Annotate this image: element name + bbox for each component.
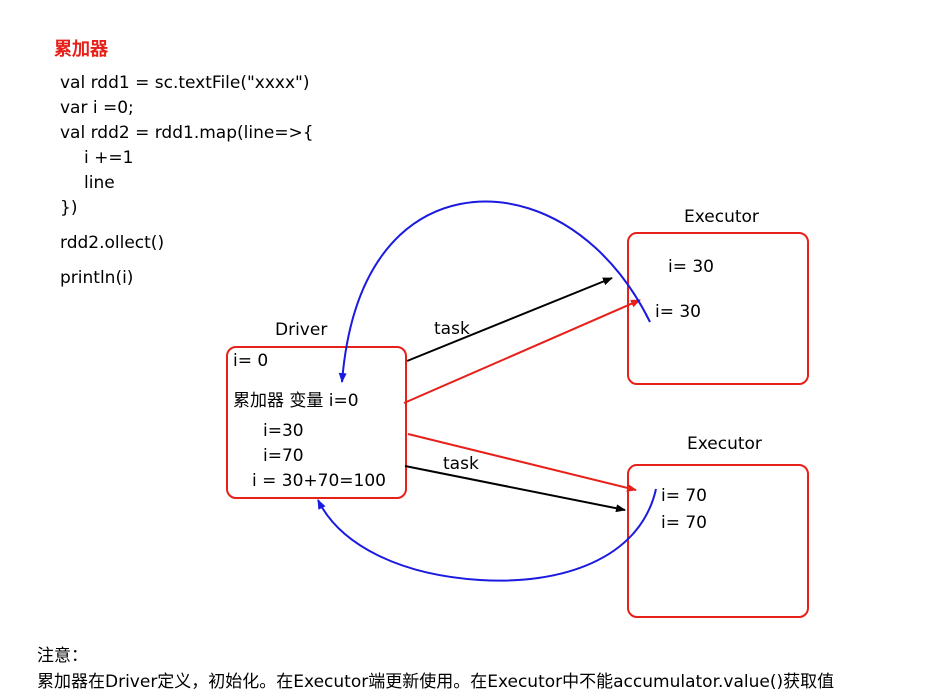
note-text: 累加器在Driver定义，初始化。在Executor端更新使用。在Executo… bbox=[37, 672, 835, 692]
code-line: var i =0; bbox=[60, 98, 134, 118]
update-arrow-from-executor-1 bbox=[338, 200, 651, 383]
task-arrow-to-executor-1 bbox=[406, 277, 613, 362]
driver-box bbox=[226, 346, 407, 499]
code-line: i +=1 bbox=[84, 148, 134, 168]
code-line: val rdd2 = rdd1.map(line=>{ bbox=[60, 123, 314, 143]
code-line: val rdd1 = sc.textFile("xxxx") bbox=[60, 73, 310, 93]
driver-label: Driver bbox=[275, 320, 328, 340]
task-label: task bbox=[434, 319, 470, 339]
note-heading: 注意： bbox=[37, 646, 88, 666]
driver-line: i= 0 bbox=[233, 351, 269, 371]
page-title: 累加器 bbox=[54, 39, 108, 60]
driver-line: 累加器 变量 i=0 bbox=[233, 391, 359, 411]
code-line: println(i) bbox=[60, 268, 134, 288]
executor-1-box bbox=[627, 232, 809, 385]
code-line: line bbox=[84, 173, 115, 193]
accumulator-arrow-to-executor-2 bbox=[407, 433, 637, 492]
executor-1-line: i= 30 bbox=[655, 302, 702, 322]
driver-line: i = 30+70=100 bbox=[252, 471, 386, 491]
update-arrow-from-executor-2 bbox=[317, 488, 657, 582]
executor-2-label: Executor bbox=[687, 434, 762, 454]
executor-2-line: i= 70 bbox=[661, 486, 708, 506]
executor-2-box bbox=[627, 464, 809, 618]
executor-1-label: Executor bbox=[684, 207, 759, 227]
task-arrow-to-executor-2 bbox=[404, 465, 626, 513]
driver-line: i=30 bbox=[263, 421, 304, 441]
code-line: }) bbox=[60, 198, 78, 218]
code-line: rdd2.ollect() bbox=[60, 233, 165, 253]
accumulator-arrow-to-executor-1 bbox=[403, 299, 641, 404]
task-label: task bbox=[443, 454, 479, 474]
executor-1-line: i= 30 bbox=[668, 257, 715, 277]
driver-line: i=70 bbox=[263, 446, 304, 466]
executor-2-line: i= 70 bbox=[661, 513, 708, 533]
